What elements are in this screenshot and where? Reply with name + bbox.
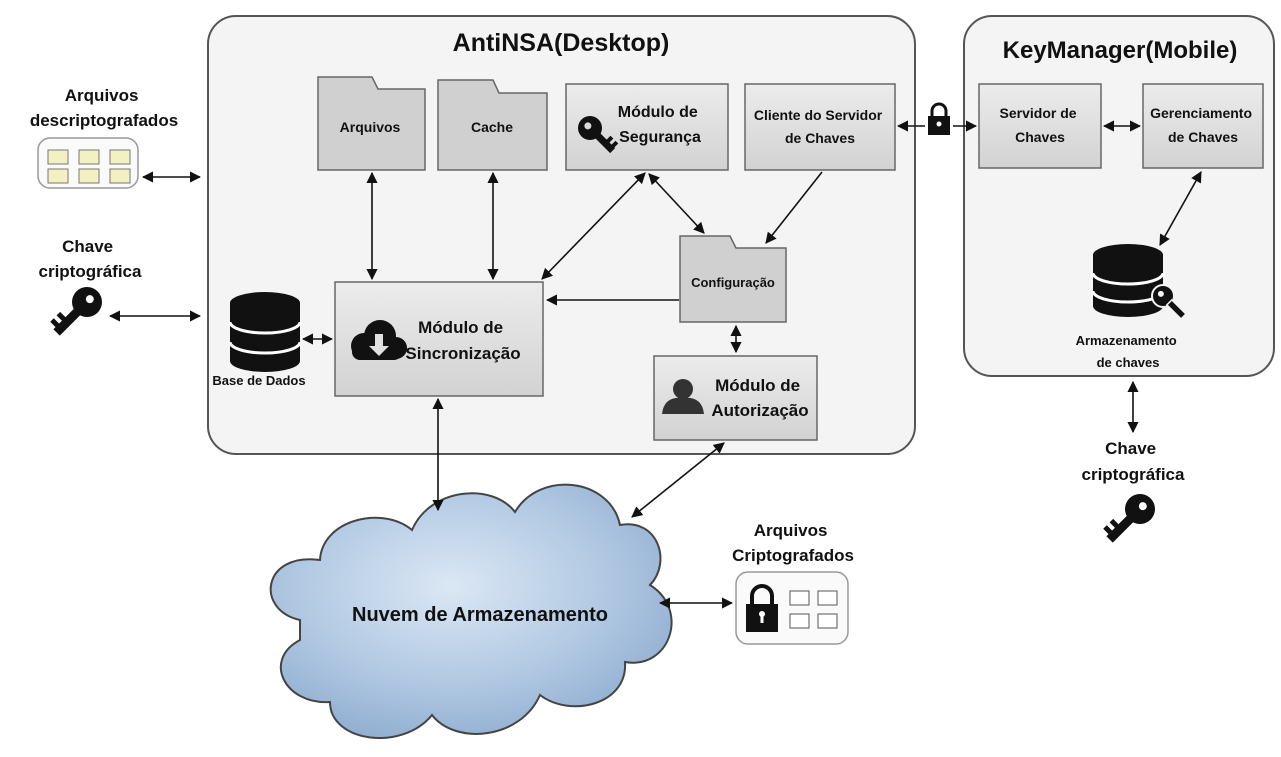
svg-text:Módulo de Autorização: Módulo de Autorização — [711, 376, 808, 420]
sincronizacao-label-2: Sincronização — [405, 344, 520, 363]
key-icon-left — [50, 287, 102, 336]
database-icon — [228, 292, 302, 372]
armazenamento-label-1: Armazenamento — [1076, 333, 1177, 348]
cloud-storage: Nuvem de Armazenamento — [269, 483, 673, 739]
desktop-title: AntiNSA(Desktop) — [453, 29, 670, 57]
arrow-seguranca-sync — [541, 172, 646, 280]
folder-arquivos-label: Arquivos — [340, 119, 401, 135]
servidor-chaves-box: Servidor de Chaves — [978, 83, 1102, 169]
connections — [108, 120, 1202, 609]
servidor-chaves-label-1: Servidor de — [1000, 105, 1077, 121]
arquivos-descriptografados-label-1: Arquivos — [65, 86, 139, 105]
base-de-dados-label: Base de Dados — [212, 373, 305, 388]
svg-text:Chave criptográfica: Chave criptográfica — [1082, 439, 1186, 484]
svg-text:Arquivos Criptografados: Arquivos Criptografados — [732, 521, 854, 565]
arquivos-criptografados-label-2: Criptografados — [732, 546, 854, 565]
svg-text:Módulo de Segurança: Módulo de Segurança — [618, 104, 702, 146]
chave-right-label-1: Chave — [1105, 439, 1156, 458]
chave-left-label-1: Chave — [62, 237, 113, 256]
decrypted-files-icon — [37, 137, 139, 189]
svg-text:Servidor de Chaves: Servidor de Chaves — [1000, 105, 1081, 145]
modulo-sincronizacao-box: Módulo de Sincronização — [334, 281, 544, 397]
arquivos-criptografados-label-1: Arquivos — [754, 521, 828, 540]
armazenamento-label-2: de chaves — [1097, 355, 1160, 370]
key-storage-database-icon — [1091, 244, 1188, 321]
arrow-client-config — [765, 171, 823, 244]
modulo-autorizacao-box: Módulo de Autorização — [653, 355, 818, 441]
folder-arquivos: Arquivos — [317, 76, 426, 171]
svg-text:Armazenamento de chaves: Armazenamento de chaves — [1076, 333, 1181, 370]
sincronizacao-label-1: Módulo de — [418, 318, 503, 337]
folder-cache: Cache — [437, 79, 548, 171]
cloud-download-icon — [351, 320, 407, 360]
modulo-seguranca-label-1: Módulo de — [618, 104, 698, 121]
key-icon-right — [1103, 494, 1155, 543]
arrow-seguranca-config — [648, 173, 705, 234]
folder-configuracao: Configuração — [679, 235, 787, 323]
nuvem-label: Nuvem de Armazenamento — [352, 604, 608, 626]
gerenciamento-chaves-box: Gerenciamento de Chaves — [1142, 83, 1264, 169]
svg-text:Chave criptográfica: Chave criptográfica — [39, 237, 143, 281]
svg-text:Cliente do Servidor de C: Cliente do Servidor de Chaves — [754, 107, 886, 146]
user-icon — [662, 379, 704, 414]
autorizacao-label-2: Autorização — [711, 401, 808, 420]
key-icon — [578, 116, 619, 154]
autorizacao-label-1: Módulo de — [715, 376, 800, 395]
cliente-servidor-label-2: de Chaves — [785, 130, 855, 146]
gerenciamento-label-2: de Chaves — [1168, 129, 1238, 145]
chave-right-label-2: criptográfica — [1082, 465, 1186, 484]
svg-text:Gerenciamento de Chaves: Gerenciamento de Chaves — [1150, 105, 1256, 145]
cliente-servidor-box: Cliente do Servidor de Chaves — [744, 83, 896, 171]
gerenciamento-label-1: Gerenciamento — [1150, 105, 1252, 121]
arrow-manager-storage — [1159, 171, 1202, 246]
modulo-seguranca-box: Módulo de Segurança — [565, 83, 729, 171]
mobile-title: KeyManager(Mobile) — [1003, 37, 1238, 64]
modulo-seguranca-label-2: Segurança — [619, 129, 701, 146]
arquivos-descriptografados-label-2: descriptografados — [30, 111, 178, 130]
encrypted-files-icon — [735, 571, 849, 645]
svg-text:Módulo de Sincronização: Módulo de Sincronização — [405, 318, 520, 363]
cliente-servidor-label-1: Cliente do Servidor — [754, 107, 883, 123]
arrow-auth-cloud — [631, 442, 725, 518]
chave-left-label-2: criptográfica — [39, 262, 143, 281]
configuracao-label: Configuração — [691, 275, 775, 290]
lock-icon — [928, 102, 950, 135]
servidor-chaves-label-2: Chaves — [1015, 129, 1065, 145]
folder-cache-label: Cache — [471, 119, 513, 135]
svg-text:Arquivos descriptografados: Arquivos descriptografados — [30, 86, 178, 130]
mobile-container — [963, 15, 1275, 377]
